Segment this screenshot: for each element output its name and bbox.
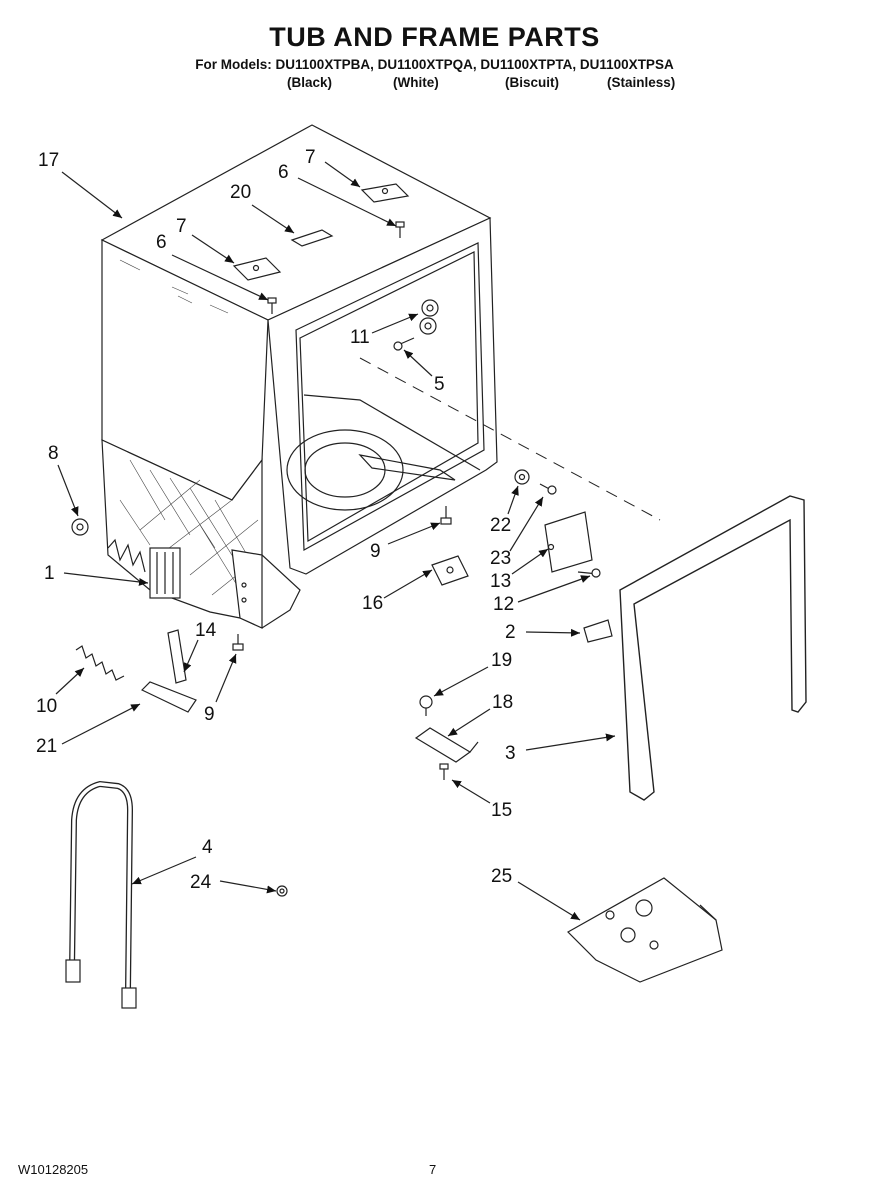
part-8-grommet bbox=[71, 518, 89, 536]
part-4-hose bbox=[65, 780, 137, 1009]
color-white: (White) bbox=[393, 75, 439, 90]
part-3-gasket bbox=[619, 495, 807, 801]
part-22-nut bbox=[514, 469, 530, 485]
callout-25: 25 bbox=[491, 866, 512, 887]
callout-4: 4 bbox=[202, 837, 213, 858]
callout-11: 11 bbox=[350, 327, 370, 348]
part-5-screw bbox=[393, 337, 415, 351]
callout-23: 23 bbox=[490, 548, 511, 569]
part-12-screw bbox=[577, 568, 601, 578]
part-6-screw-lower bbox=[267, 297, 277, 314]
part-14-strip bbox=[167, 629, 187, 684]
callout-7-lower: 7 bbox=[176, 216, 187, 237]
part-21-pad bbox=[140, 681, 197, 713]
callout-7-upper: 7 bbox=[305, 147, 316, 168]
callout-10: 10 bbox=[36, 696, 57, 717]
callout-14: 14 bbox=[195, 620, 217, 641]
tub-assembly bbox=[100, 124, 498, 629]
part-7-bracket-lower bbox=[232, 257, 282, 281]
doc-number: W10128205 bbox=[18, 1162, 89, 1177]
callout-6-lower: 6 bbox=[156, 232, 167, 253]
part-23-bracket bbox=[544, 511, 593, 573]
callout-16: 16 bbox=[362, 593, 383, 614]
part-16-clip bbox=[431, 555, 469, 586]
part-2-latch bbox=[583, 619, 613, 643]
callout-17: 17 bbox=[38, 150, 59, 171]
callout-13: 13 bbox=[490, 571, 511, 592]
page-title: TUB AND FRAME PARTS bbox=[269, 22, 600, 52]
part-6-screw-upper bbox=[395, 221, 405, 238]
color-biscuit: (Biscuit) bbox=[505, 75, 559, 90]
callout-22: 22 bbox=[490, 515, 511, 536]
part-15-screw bbox=[439, 763, 449, 780]
color-black: (Black) bbox=[287, 75, 333, 90]
callout-labels: 17 7 6 20 7 6 11 5 8 22 23 13 9 1 16 12 … bbox=[36, 147, 516, 893]
page-number: 7 bbox=[429, 1162, 437, 1177]
part-24-clamp bbox=[276, 885, 288, 897]
part-11-hinge bbox=[419, 299, 439, 335]
part-18-bracket bbox=[414, 727, 479, 763]
callout-19: 19 bbox=[491, 650, 512, 671]
callout-12: 12 bbox=[493, 594, 514, 615]
leader-lines bbox=[55, 161, 616, 921]
part-10-spring bbox=[75, 645, 125, 681]
callout-6-upper: 6 bbox=[278, 162, 289, 183]
part-7-bracket-upper bbox=[360, 183, 410, 203]
callout-2: 2 bbox=[505, 622, 516, 643]
models-line: For Models: DU1100XTPBA, DU1100XTPQA, DU… bbox=[195, 57, 674, 72]
callout-20: 20 bbox=[230, 182, 251, 203]
part-9-foot-lower bbox=[232, 634, 244, 651]
callout-24: 24 bbox=[190, 872, 212, 893]
callout-21: 21 bbox=[36, 736, 57, 757]
callout-9-upper: 9 bbox=[370, 541, 381, 562]
part-20-clip bbox=[290, 229, 334, 247]
hidden-edge bbox=[359, 357, 661, 521]
color-stainless: (Stainless) bbox=[607, 75, 676, 90]
callout-18: 18 bbox=[492, 692, 513, 713]
callout-3: 3 bbox=[505, 743, 516, 764]
part-19-bumper bbox=[419, 695, 433, 716]
callout-15: 15 bbox=[491, 800, 512, 821]
part-25-bag bbox=[567, 877, 723, 983]
callout-8: 8 bbox=[48, 443, 59, 464]
callout-9-lower: 9 bbox=[204, 704, 215, 725]
callout-1: 1 bbox=[44, 563, 55, 584]
part-screw-22 bbox=[539, 483, 557, 495]
part-9-foot-upper bbox=[440, 506, 452, 525]
callout-5: 5 bbox=[434, 374, 445, 395]
